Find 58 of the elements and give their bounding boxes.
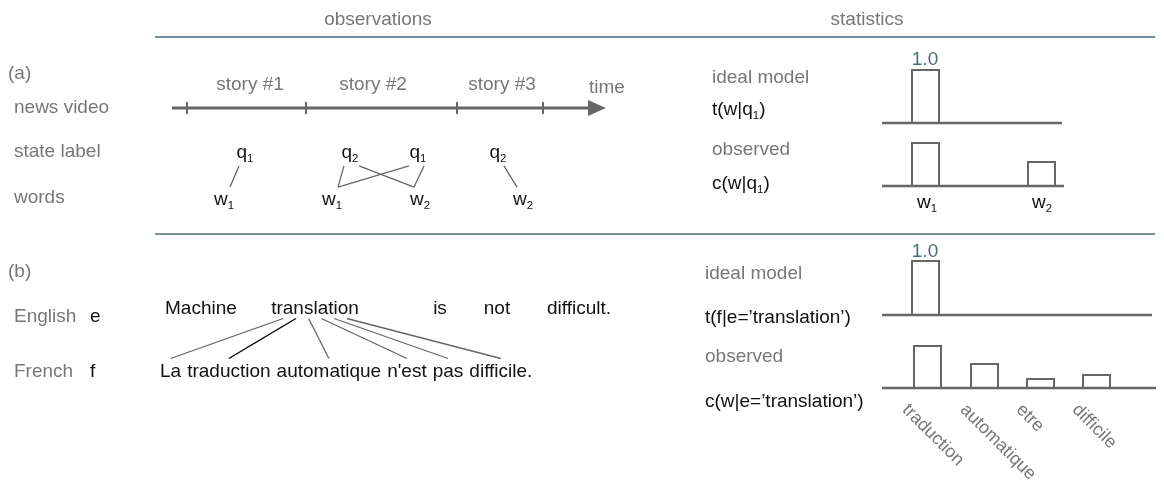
- bar-label: w$_{2}$: [1031, 192, 1053, 214]
- word-symbol: w$_{1}$: [213, 189, 235, 211]
- alignment-line: [320, 317, 408, 360]
- sentence-word: not: [483, 297, 511, 317]
- language-symbol: f: [90, 360, 96, 380]
- formula-text: c(w|q$_{1}$): [712, 173, 770, 195]
- alignment-line: [337, 165, 345, 188]
- state-symbol: q$_{1}$: [409, 142, 427, 164]
- bar-value: 1.0: [911, 240, 939, 260]
- section-heading: observations: [324, 8, 432, 28]
- chart-caption: observed: [712, 138, 791, 158]
- segment-label: story #1: [216, 73, 284, 93]
- sentence-word: n'est: [387, 360, 427, 380]
- alignment-line: [337, 165, 410, 188]
- row-label: English: [14, 305, 77, 325]
- row-label: words: [14, 186, 65, 206]
- alignment-line: [346, 317, 502, 360]
- alignment-line: [333, 317, 449, 360]
- sentence-word: traduction: [187, 360, 271, 380]
- bar-label: w$_{1}$: [916, 192, 938, 214]
- chart-caption: ideal model: [705, 262, 803, 282]
- alignment-line: [413, 165, 425, 188]
- word-symbol: w$_{2}$: [512, 189, 534, 211]
- section-heading: statistics: [830, 8, 904, 28]
- sentence-word: difficile.: [469, 360, 533, 380]
- state-symbol: q$_{2}$: [341, 142, 359, 164]
- alignment-line: [308, 317, 330, 360]
- formula-text: c(w|e=’translation’): [705, 390, 864, 410]
- panel-label: (a): [8, 62, 32, 82]
- formula-text: t(w|q$_{1}$): [712, 99, 766, 121]
- alignment-line: [229, 165, 240, 188]
- panel-label: (b): [8, 260, 32, 280]
- sentence-word: automatique: [276, 360, 382, 380]
- row-label: state label: [14, 140, 101, 160]
- segment-label: story #3: [468, 73, 536, 93]
- language-symbol: e: [90, 305, 101, 325]
- alignment-line: [358, 165, 415, 188]
- state-symbol: q$_{2}$: [489, 142, 507, 164]
- axis-label: time: [589, 76, 625, 96]
- row-label: French: [14, 360, 74, 380]
- alignment-line: [503, 165, 518, 188]
- row-label: news video: [14, 96, 110, 116]
- sentence-word: Machine: [165, 297, 237, 317]
- segment-label: story #2: [339, 73, 407, 93]
- chart-caption: ideal model: [712, 66, 810, 86]
- formula-text: t(f|e=’translation’): [705, 306, 851, 326]
- word-symbol: w$_{1}$: [321, 189, 343, 211]
- chart-caption: observed: [705, 345, 784, 365]
- alignment-line: [228, 317, 297, 360]
- state-symbol: q$_{1}$: [236, 142, 254, 164]
- word-symbol: w$_{2}$: [409, 189, 431, 211]
- alignment-line: [169, 317, 284, 360]
- sentence-word: difficult.: [547, 297, 612, 317]
- sentence-word: is: [433, 297, 447, 317]
- sentence-word: La: [160, 360, 182, 380]
- sentence-word: translation: [271, 297, 359, 317]
- bar-value: 1.0: [911, 48, 939, 68]
- sentence-word: pas: [432, 360, 464, 380]
